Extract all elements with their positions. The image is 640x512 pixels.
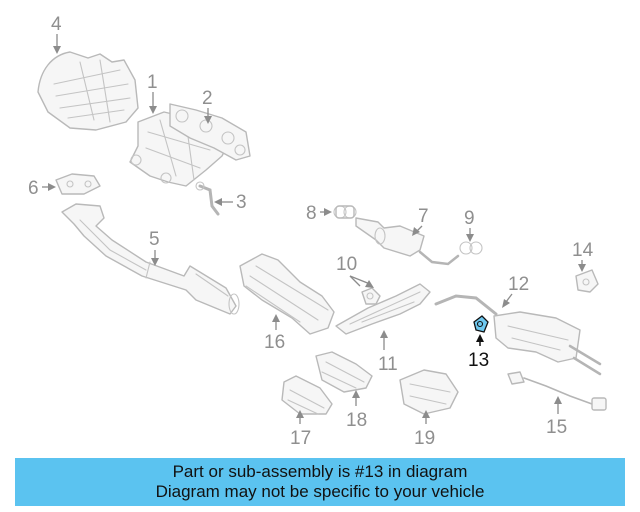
svg-text:5: 5 [149, 229, 160, 250]
svg-text:12: 12 [508, 274, 529, 295]
banner-part-note: Part or sub-assembly is #13 in diagram [172, 462, 468, 481]
callout-15: 15 [546, 396, 567, 438]
callout-7: 7 [412, 206, 429, 236]
part-12-muffler[interactable] [434, 294, 602, 376]
part-6-gasket[interactable] [55, 173, 101, 195]
part-17-heat-shield[interactable] [281, 375, 333, 415]
part-10-hanger[interactable] [361, 287, 381, 305]
callout-3: 3 [214, 192, 247, 213]
callout-16: 16 [264, 314, 285, 353]
callout-13: 13 [468, 334, 489, 371]
part-13-highlighted[interactable] [473, 315, 489, 333]
callout-6: 6 [28, 178, 56, 199]
svg-text:10: 10 [336, 254, 357, 275]
callout-9: 9 [464, 208, 475, 242]
callout-17: 17 [290, 410, 311, 449]
callout-10: 10 [336, 254, 374, 288]
svg-text:15: 15 [546, 417, 567, 438]
svg-text:13: 13 [468, 350, 489, 371]
callout-2: 2 [202, 88, 213, 124]
svg-text:8: 8 [306, 203, 317, 224]
part-14-hanger[interactable] [575, 269, 599, 293]
callout-8: 8 [306, 203, 332, 224]
part-5-front-pipe[interactable] [61, 203, 240, 315]
callout-14: 14 [572, 240, 594, 272]
callout-12: 12 [502, 274, 529, 308]
callout-19: 19 [414, 410, 435, 449]
callout-4: 4 [51, 14, 62, 54]
callout-1: 1 [147, 72, 158, 114]
svg-text:6: 6 [28, 178, 39, 199]
part-2-manifold-gasket[interactable] [169, 103, 251, 161]
callout-11: 11 [378, 330, 398, 375]
svg-text:19: 19 [414, 428, 435, 449]
svg-text:4: 4 [51, 14, 62, 35]
part-3-bracket[interactable] [195, 181, 220, 216]
svg-text:17: 17 [290, 428, 311, 449]
part-11-heat-shield[interactable] [335, 283, 431, 335]
part-16-heat-shield[interactable] [239, 253, 335, 335]
callout-5: 5 [149, 229, 160, 266]
part-7-intermediate-pipe[interactable] [355, 217, 460, 266]
part-8-clamp[interactable] [333, 205, 357, 219]
part-19-heat-shield[interactable] [399, 369, 459, 415]
part-4-heat-shield[interactable] [37, 51, 139, 131]
svg-text:11: 11 [378, 354, 398, 375]
banner-disclaimer: Diagram may not be specific to your vehi… [155, 482, 485, 501]
svg-text:1: 1 [147, 72, 158, 93]
svg-text:16: 16 [264, 332, 285, 353]
part-15-oxygen-sensor[interactable] [507, 371, 607, 411]
part-18-heat-shield[interactable] [315, 351, 373, 393]
svg-text:14: 14 [572, 240, 594, 261]
svg-text:2: 2 [202, 88, 213, 109]
exhaust-parts-diagram: 4 1 2 3 6 [28, 14, 607, 449]
info-banner: Part or sub-assembly is #13 in diagram D… [15, 458, 625, 506]
svg-text:3: 3 [236, 192, 247, 213]
svg-text:9: 9 [464, 208, 475, 229]
part-9-clamp[interactable] [459, 241, 483, 255]
svg-text:18: 18 [346, 410, 367, 431]
svg-text:7: 7 [418, 206, 429, 227]
callout-18: 18 [346, 390, 367, 431]
